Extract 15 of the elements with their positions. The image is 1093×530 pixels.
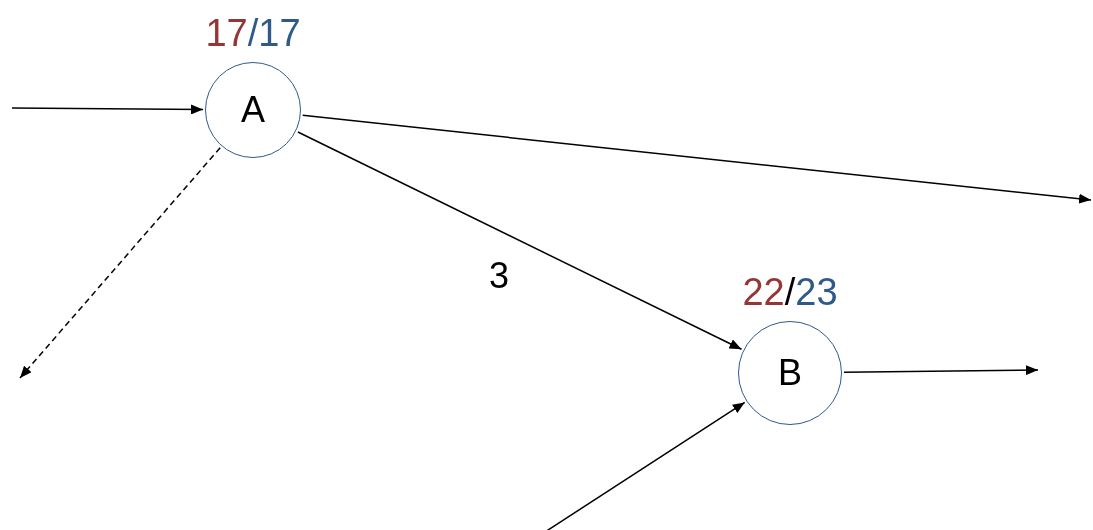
node-label: B <box>778 352 802 394</box>
arrow <box>297 131 743 350</box>
arrow <box>301 114 1092 204</box>
value-separator: / <box>784 271 796 313</box>
late-time-value: 23 <box>795 271 838 313</box>
late-time-value: 17 <box>258 12 301 54</box>
arrow <box>11 104 204 115</box>
arrow <box>544 401 746 530</box>
arrow <box>843 365 1039 376</box>
arrow <box>19 147 221 379</box>
edge-label: 3 <box>489 258 510 294</box>
early-time-value: 22 <box>742 271 785 313</box>
value-separator: / <box>247 12 259 54</box>
early-time-value: 17 <box>205 12 248 54</box>
node-label: A <box>241 89 265 131</box>
